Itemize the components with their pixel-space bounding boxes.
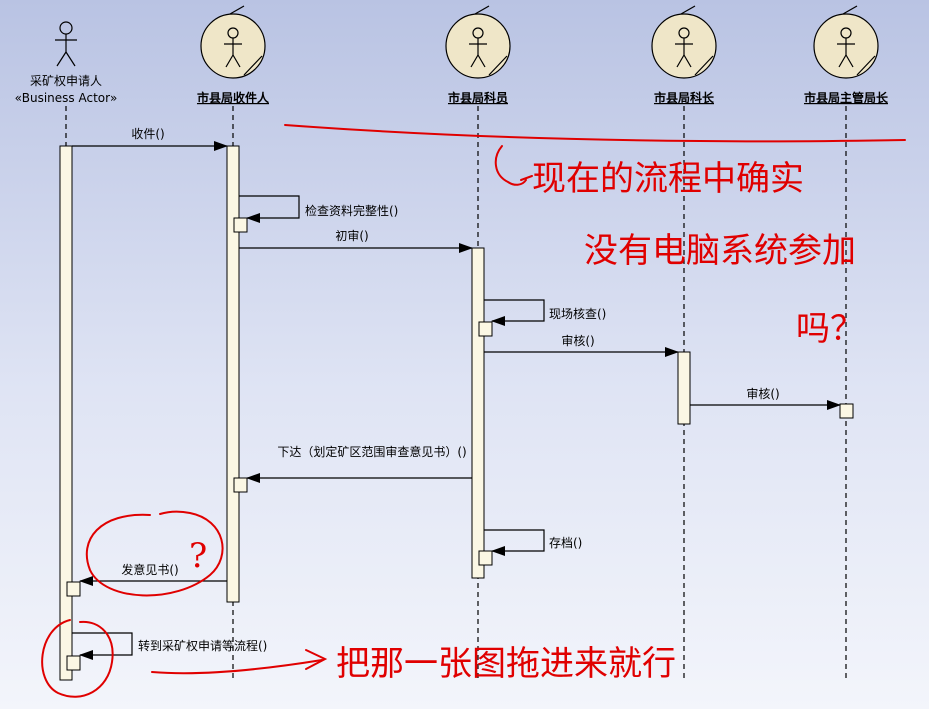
actor-label: 市县局科长 [654, 90, 715, 105]
actor-stereotype: «Business Actor» [15, 91, 118, 105]
self-message-arrow [484, 299, 545, 326]
activation-bar [226, 145, 240, 603]
actor-director: 市县局主管局长 [804, 5, 889, 105]
nested-activation [233, 477, 248, 493]
handwritten-bracket-tick [520, 175, 533, 181]
message-label: 检查资料完整性() [305, 203, 398, 218]
actor-section-chief: 市县局科长 [651, 5, 717, 105]
actor-applicant: 采矿权申请人 «Business Actor» [15, 21, 118, 105]
nested-activation [66, 655, 81, 671]
business-worker-icon [445, 5, 511, 79]
handwritten-arrow-head [305, 649, 328, 670]
self-message-arrow [484, 529, 545, 556]
handwritten-note: 把那一张图拖进来就行 [336, 644, 676, 684]
business-worker-icon [651, 5, 717, 79]
actor-label: 市县局收件人 [197, 90, 270, 105]
actor-clerk: 市县局科员 [445, 5, 511, 105]
nested-activation [66, 581, 81, 597]
message-label: 存档() [549, 536, 582, 550]
activation-bar [59, 145, 73, 681]
message-label: 审核() [561, 333, 594, 348]
activation-bar [677, 351, 691, 425]
handwritten-comment: 现在的流程中确实 [532, 159, 804, 199]
message-label: 发意见书() [121, 562, 178, 577]
message-label: 转到采矿权申请等流程() [138, 638, 267, 653]
handwritten-question-mark: ? [189, 536, 207, 576]
message-label: 现场核查() [549, 307, 606, 321]
handwritten-circle [85, 510, 224, 597]
nested-activation [233, 217, 248, 233]
handwritten-circle [41, 619, 114, 698]
handwritten-bracket [494, 145, 527, 186]
actor-label: 市县局主管局长 [804, 90, 889, 105]
nested-activation [478, 321, 493, 337]
message-label: 审核() [746, 386, 779, 401]
actor-label: 市县局科员 [448, 90, 508, 105]
nested-activation [839, 403, 854, 419]
handwritten-comment: 吗？ [796, 309, 864, 349]
actor-receiver: 市县局收件人 [197, 5, 270, 105]
self-message-arrow [72, 632, 133, 660]
business-worker-icon [200, 5, 266, 79]
message-label: 下达（划定矿区范围审查意见书）() [277, 444, 466, 459]
stick-figure-icon [55, 21, 77, 67]
message-label: 收件() [131, 127, 164, 141]
business-worker-icon [813, 5, 879, 79]
handwritten-arrow-line [151, 659, 323, 675]
handwritten-underline [284, 124, 906, 143]
activation-bar [471, 247, 485, 579]
actor-label: 采矿权申请人 [30, 74, 102, 88]
message-label: 初审() [335, 228, 368, 243]
handwritten-comment: 没有电脑系统参加 [584, 231, 856, 271]
nested-activation [478, 550, 493, 566]
self-message-arrow [239, 195, 300, 223]
